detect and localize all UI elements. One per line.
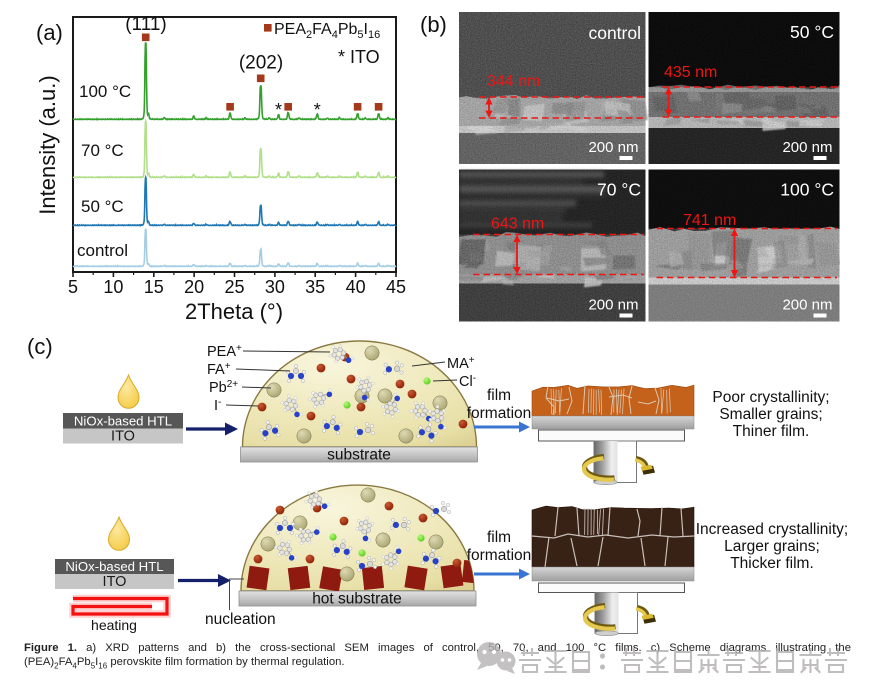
svg-text:ITO: ITO: [111, 429, 135, 445]
svg-text:50 °C: 50 °C: [81, 197, 124, 216]
svg-text:Increased crystallinity;: Increased crystallinity;: [696, 521, 848, 538]
svg-text:5: 5: [68, 277, 78, 297]
svg-text:20: 20: [184, 277, 204, 297]
svg-text:25: 25: [224, 277, 244, 297]
svg-text:control: control: [77, 241, 128, 260]
svg-text:NiOx-based HTL: NiOx-based HTL: [65, 559, 163, 574]
svg-text:control: control: [588, 23, 641, 43]
svg-text:Smaller grains;: Smaller grains;: [719, 406, 822, 423]
svg-text:Cl-: Cl-: [459, 373, 476, 390]
svg-text:Larger grains;: Larger grains;: [724, 538, 820, 555]
svg-text:435 nm: 435 nm: [664, 64, 717, 81]
svg-text:(111): (111): [125, 14, 167, 35]
svg-text:(c): (c): [27, 334, 53, 359]
svg-text:formation: formation: [467, 405, 532, 422]
svg-text:200 nm: 200 nm: [782, 297, 832, 314]
svg-text:substrate: substrate: [327, 447, 391, 464]
svg-text:35: 35: [305, 277, 325, 297]
svg-text:2Theta (°): 2Theta (°): [185, 299, 283, 324]
svg-text:100 °C: 100 °C: [780, 180, 834, 200]
svg-text:nucleation: nucleation: [205, 611, 276, 628]
svg-text:200 nm: 200 nm: [782, 139, 832, 156]
svg-text:Intensity (a.u.): Intensity (a.u.): [35, 75, 60, 214]
svg-text:40: 40: [346, 277, 366, 297]
svg-text:MA+: MA+: [447, 355, 475, 372]
svg-text:643 nm: 643 nm: [491, 216, 544, 233]
svg-text:* ITO: * ITO: [338, 47, 380, 67]
svg-text:*: *: [275, 100, 282, 120]
svg-text:50 °C: 50 °C: [790, 22, 834, 42]
svg-text:100 °C: 100 °C: [79, 82, 131, 101]
svg-text:200 nm: 200 nm: [588, 139, 638, 156]
svg-text:heating: heating: [91, 617, 137, 633]
svg-text:(202): (202): [239, 53, 283, 74]
svg-text:film: film: [487, 529, 511, 546]
svg-text:PEA+: PEA+: [207, 343, 242, 360]
svg-text:Thicker film.: Thicker film.: [730, 555, 814, 572]
svg-text:Poor crystallinity;: Poor crystallinity;: [712, 389, 829, 406]
svg-text:10: 10: [103, 277, 123, 297]
svg-text:formation: formation: [467, 547, 532, 564]
svg-text:70 °C: 70 °C: [81, 141, 124, 160]
svg-text:film: film: [487, 387, 511, 404]
svg-text:Thiner film.: Thiner film.: [733, 423, 810, 440]
svg-text:(a): (a): [36, 20, 63, 45]
svg-text:FA+: FA+: [207, 361, 231, 378]
svg-text:30: 30: [265, 277, 285, 297]
svg-text:hot substrate: hot substrate: [312, 591, 402, 608]
svg-text:*: *: [314, 100, 321, 120]
svg-text:NiOx-based HTL: NiOx-based HTL: [74, 414, 172, 429]
svg-text:741 nm: 741 nm: [683, 212, 736, 229]
svg-text:Pb2+: Pb2+: [209, 379, 238, 396]
svg-text:15: 15: [144, 277, 164, 297]
svg-text:I-: I-: [214, 397, 221, 414]
svg-text:45: 45: [386, 277, 406, 297]
svg-text:344 nm: 344 nm: [487, 73, 540, 90]
svg-text:70 °C: 70 °C: [597, 180, 641, 200]
svg-text:ITO: ITO: [103, 574, 127, 590]
svg-text:PEA2FA4Pb5I16: PEA2FA4Pb5I16: [274, 21, 380, 41]
svg-text:200 nm: 200 nm: [588, 297, 638, 314]
